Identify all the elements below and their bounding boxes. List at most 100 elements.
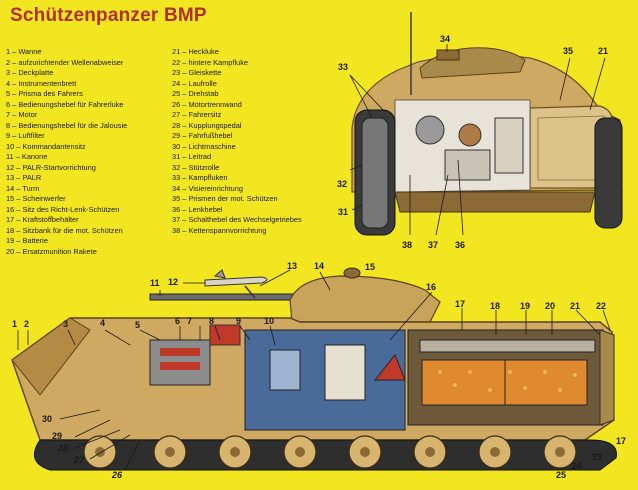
legend-right-item-number: 26: [172, 99, 181, 109]
legend-right-item: 25 – Drehstab: [172, 89, 302, 100]
callout-7: 7: [187, 316, 193, 326]
legend-right-item-number: 27: [172, 110, 181, 119]
legend-left-item-label: aufzurichtender Wellenabweiser: [18, 57, 124, 67]
legend-right-item: 22 – hintere Kampfluke: [172, 58, 302, 69]
legend-right-item: 33 – Kampfluken: [172, 173, 302, 184]
legend-left-item-separator: –: [14, 246, 23, 256]
legend-left-item-label: Bedienungshebel für die Jalousie: [18, 120, 128, 130]
legend-right-item: 23 – Gleiskette: [172, 68, 302, 79]
legend-left-item-number: 3: [6, 68, 11, 77]
callout-28: 28: [58, 443, 69, 453]
callout-32: 32: [337, 179, 348, 189]
callout-25: 25: [556, 470, 567, 480]
legend-left-item-number: 13: [6, 173, 15, 182]
callout-9: 9: [236, 316, 242, 326]
legend-right-item-separator: –: [180, 78, 189, 88]
legend-right-item: 30 – Lichtmaschine: [172, 142, 302, 153]
legend-left-item: 3 – Deckplatte: [6, 68, 127, 79]
callout-29: 29: [52, 431, 63, 441]
callout-21-side: 21: [570, 301, 581, 311]
legend-left-item: 18 – Sitzbank für die mot. Schützen: [6, 226, 127, 237]
legend-right-item-label: Kettenspannvorrichtung: [188, 225, 267, 235]
legend-right-item: 27 – Fahrersitz: [172, 110, 302, 121]
legend-right-item-separator: –: [180, 99, 189, 109]
side-track: [33, 439, 617, 471]
legend-right-item: 36 – Lenkhebel: [172, 205, 302, 216]
legend-left-item: 1 – Wanne: [6, 47, 127, 58]
callout-4: 4: [100, 318, 106, 328]
callout-37: 37: [428, 240, 439, 250]
missile: [204, 276, 268, 287]
callout-13: 13: [287, 261, 298, 271]
callout-11: 11: [150, 278, 160, 288]
legend-right-item-separator: –: [180, 47, 189, 56]
callout-12: 12: [168, 277, 179, 287]
legend-right-item-separator: –: [180, 89, 189, 98]
legend-left-item-separator: –: [14, 162, 23, 172]
legend-left-item: 14 – Turm: [6, 184, 127, 195]
legend-right-item-label: Kampfluken: [188, 173, 228, 182]
legend-left-item-number: 2: [6, 57, 11, 67]
legend-left-item-label: Luftfilter: [18, 131, 45, 140]
legend-left-item: 11 – Kanone: [6, 152, 127, 163]
legend-right-item-label: Visiereinrichtung: [188, 183, 243, 193]
legend-left-item-number: 4: [6, 78, 11, 88]
legend-right-item: 29 – Fahrfußhebel: [172, 131, 302, 142]
legend-left-item-separator: –: [14, 236, 23, 245]
callout-18: 18: [490, 301, 501, 311]
legend-right-item-number: 21: [172, 47, 181, 56]
legend-left-item-separator: –: [14, 194, 23, 203]
legend-right-item: 34 – Visiereinrichtung: [172, 184, 302, 195]
callout-24: 24: [572, 461, 583, 471]
callout-26: 26: [112, 470, 123, 480]
legend-left-item-label: Kommandantensitz: [22, 141, 86, 151]
legend-right-item-number: 28: [172, 120, 181, 130]
legend-left-item: 16 – Sitz des Richt-Lenk-Schützen: [6, 205, 127, 216]
legend-right-item: 28 – Kupplungspedal: [172, 121, 302, 132]
legend-right-item-number: 35: [172, 194, 181, 203]
legend-left-item: 4 – Instrumentenbrett: [6, 79, 127, 90]
callout-20: 20: [545, 301, 556, 311]
legend-left-item-separator: –: [14, 215, 23, 224]
callout-21-rear: 21: [598, 46, 609, 56]
legend-right-item-separator: –: [180, 110, 189, 119]
legend-right-item-separator: –: [180, 57, 189, 67]
legend-left-item-number: 8: [6, 120, 11, 130]
legend-left-item-separator: –: [10, 78, 19, 88]
legend-left-item-number: 17: [6, 215, 15, 224]
legend-right-item-label: Heckluke: [188, 47, 219, 56]
legend-left-item: 13 – PALR: [6, 173, 127, 184]
legend-left-item-separator: –: [14, 173, 23, 182]
legend-right-item-label: Laufrolle: [188, 78, 217, 88]
legend-left-item: 9 – Luftfilter: [6, 131, 127, 142]
legend-right-item-number: 24: [172, 78, 181, 88]
legend-right-item-label: Lenkhebel: [188, 204, 223, 214]
legend-right-item: 32 – Stützrolle: [172, 163, 302, 174]
callout-2: 2: [24, 319, 30, 329]
searchlight: [343, 267, 361, 279]
legend-left-item: 7 – Motor: [6, 110, 127, 121]
legend-right-item-label: Schalthebel des Wechselgetriebes: [188, 215, 302, 224]
legend-left-item-label: Sitzbank für die mot. Schützen: [22, 225, 123, 235]
legend-left-item-label: Sitz des Richt-Lenk-Schützen: [22, 204, 120, 214]
legend-left-item-label: Instrumentenbrett: [18, 78, 77, 88]
legend-right-item-separator: –: [180, 194, 189, 203]
callout-3: 3: [63, 319, 69, 329]
page-title: Schützenpanzer BMP: [10, 5, 207, 26]
legend-right-item-separator: –: [180, 215, 189, 224]
legend-right-item-separator: –: [180, 141, 189, 151]
legend-left-item-label: Deckplatte: [18, 68, 54, 77]
callout-36: 36: [455, 240, 466, 250]
callout-17-bottom: 17: [616, 436, 627, 446]
legend-left-item-number: 18: [6, 225, 15, 235]
legend-left-item-number: 5: [6, 89, 11, 98]
legend-right-item-separator: –: [180, 204, 189, 214]
legend-left-item-separator: –: [10, 131, 19, 140]
callout-22: 22: [596, 301, 607, 311]
legend-left-item-label: Kraftstoffbehälter: [22, 215, 79, 224]
legend-left-item-separator: –: [10, 99, 19, 109]
callout-34: 34: [440, 34, 451, 44]
turret: [289, 275, 441, 323]
